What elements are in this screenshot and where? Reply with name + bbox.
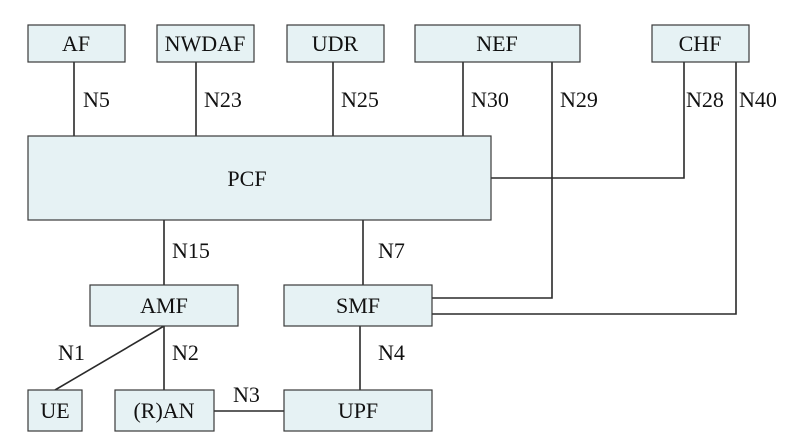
node-upf-label: UPF xyxy=(338,398,378,423)
nodes xyxy=(27,24,750,432)
interface-labels: N5 N23 N25 N30 N29 N28 N40 N15 N7 N1 N2 … xyxy=(58,87,777,407)
interface-n28-label: N28 xyxy=(686,87,724,112)
node-smf-label: SMF xyxy=(336,293,380,318)
node-nef-box xyxy=(414,24,581,63)
node-nwdaf-box xyxy=(156,24,255,63)
node-ran-box xyxy=(114,389,215,432)
node-chf-label: CHF xyxy=(679,31,722,56)
node-ran-label: (R)AN xyxy=(133,398,194,423)
interface-n2-label: N2 xyxy=(172,340,199,365)
node-ue-label: UE xyxy=(40,398,69,423)
link-amf-ue xyxy=(54,325,165,391)
interface-n1-label: N1 xyxy=(58,340,85,365)
node-amf-box xyxy=(89,284,239,327)
node-chf-box xyxy=(651,24,750,63)
node-pcf-box xyxy=(27,135,492,221)
node-upf-box xyxy=(283,389,433,432)
node-nwdaf-label: NWDAF xyxy=(165,31,246,56)
link-nef-smf xyxy=(432,62,553,299)
interface-n29-label: N29 xyxy=(560,87,598,112)
node-ue-box xyxy=(27,389,83,432)
interface-n23-label: N23 xyxy=(204,87,242,112)
link-chf-smf xyxy=(432,62,737,315)
node-pcf-label: PCF xyxy=(227,166,266,191)
connections xyxy=(54,62,737,412)
node-nef-label: NEF xyxy=(476,31,518,56)
interface-n40-label: N40 xyxy=(739,87,777,112)
interface-n30-label: N30 xyxy=(471,87,509,112)
node-amf-label: AMF xyxy=(140,293,188,318)
link-chf-pcf xyxy=(491,62,685,179)
interface-n3-label: N3 xyxy=(233,382,260,407)
node-af-box xyxy=(27,24,126,63)
interface-n7-label: N7 xyxy=(378,238,405,263)
node-smf-box xyxy=(283,284,433,327)
interface-n4-label: N4 xyxy=(378,340,405,365)
node-labels: AF NWDAF UDR NEF CHF PCF AMF SMF UE (R)A… xyxy=(40,31,721,423)
node-af-label: AF xyxy=(62,31,90,56)
interface-n15-label: N15 xyxy=(172,238,210,263)
node-udr-box xyxy=(286,24,385,63)
interface-n25-label: N25 xyxy=(341,87,379,112)
node-udr-label: UDR xyxy=(312,31,359,56)
interface-n5-label: N5 xyxy=(83,87,110,112)
